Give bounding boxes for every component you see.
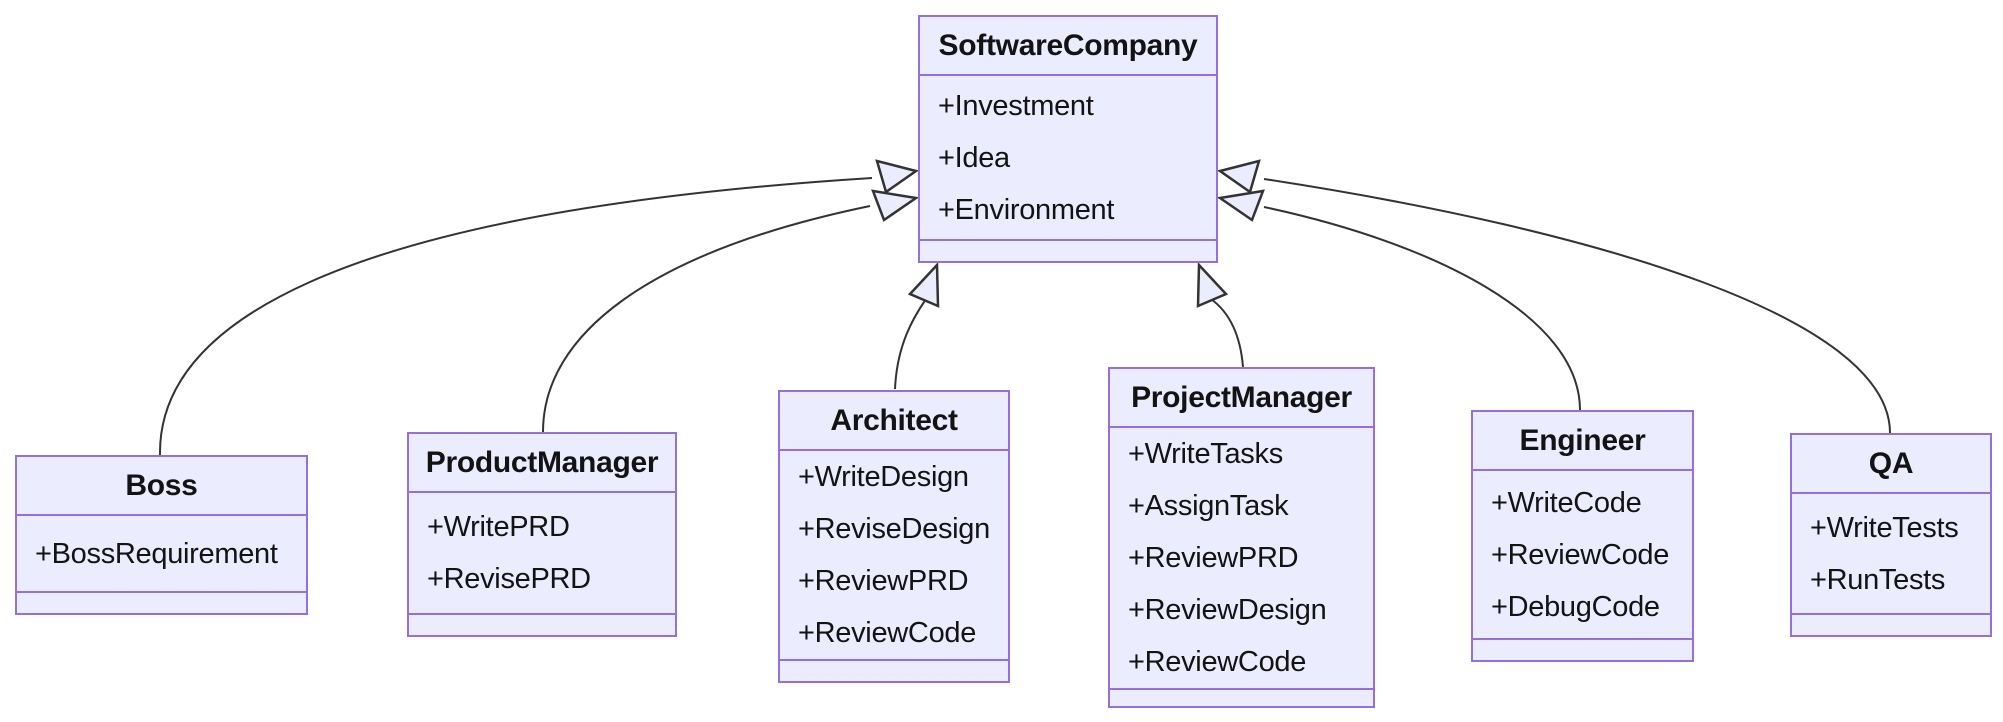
class-members: +BossRequirement [17, 516, 306, 591]
inheritance-edge-boss [158, 177, 873, 456]
class-members: +WriteTasks +AssignTask +ReviewPRD +Revi… [1110, 428, 1373, 688]
class-name: SoftwareCompany [920, 17, 1216, 76]
inheritance-arrowhead-engineer [1216, 189, 1265, 222]
class-member: +RevisePRD [427, 563, 591, 595]
class-member: +RunTests [1810, 563, 1946, 596]
inheritance-arrowhead-projectmanager [1196, 261, 1229, 308]
class-member: +WriteTests [1810, 511, 1959, 544]
class-box-softwarecompany: SoftwareCompany +Investment +Idea +Envir… [918, 15, 1218, 263]
class-methods-empty [920, 239, 1216, 261]
class-box-engineer: Engineer +WriteCode +ReviewCode +DebugCo… [1471, 410, 1694, 662]
class-member: +Idea [938, 141, 1010, 174]
class-member: +ReviewCode [798, 617, 977, 649]
class-members: +WriteTests +RunTests [1792, 494, 1990, 613]
class-members: +WriteCode +ReviewCode +DebugCode [1473, 471, 1692, 638]
class-methods-empty [1110, 688, 1373, 710]
class-members: +Investment +Idea +Environment [920, 76, 1216, 239]
class-box-boss: Boss +BossRequirement [15, 455, 308, 615]
class-member: +WriteCode [1491, 486, 1642, 519]
class-member: +ReviewCode [1128, 646, 1307, 678]
class-methods-empty [17, 591, 306, 613]
class-member: +ReviseDesign [798, 513, 990, 545]
inheritance-arrowhead-qa [1217, 159, 1261, 195]
inheritance-edge-architect [894, 298, 927, 390]
class-member: +WritePRD [427, 511, 570, 543]
class-member: +ReviewCode [1491, 538, 1670, 571]
inheritance-arrowhead-productmanager [871, 189, 920, 222]
class-name: Boss [17, 457, 306, 516]
class-methods-empty [1473, 638, 1692, 660]
class-box-architect: Architect +WriteDesign +ReviseDesign +Re… [778, 390, 1010, 683]
class-name: Architect [780, 392, 1008, 451]
class-name: ProductManager [409, 434, 675, 493]
class-box-qa: QA +WriteTests +RunTests [1790, 433, 1992, 637]
class-methods-empty [780, 659, 1008, 681]
class-name: ProjectManager [1110, 369, 1373, 428]
class-box-productmanager: ProductManager +WritePRD +RevisePRD [407, 432, 677, 637]
class-box-projectmanager: ProjectManager +WriteTasks +AssignTask +… [1108, 367, 1375, 708]
class-member: +WriteTasks [1128, 438, 1283, 470]
class-member: +ReviewDesign [1128, 594, 1327, 626]
class-name: QA [1792, 435, 1990, 494]
class-member: +ReviewPRD [798, 565, 969, 597]
class-member: +AssignTask [1128, 490, 1289, 522]
class-name: Engineer [1473, 412, 1692, 471]
class-member: +ReviewPRD [1128, 542, 1299, 574]
inheritance-edge-projectmanager [1210, 298, 1244, 368]
class-member: +Environment [938, 193, 1115, 226]
inheritance-arrowhead-architect [907, 261, 940, 308]
class-member: +BossRequirement [35, 537, 278, 570]
class-members: +WritePRD +RevisePRD [409, 493, 675, 613]
class-member: +Investment [938, 89, 1094, 122]
class-methods-empty [409, 613, 675, 635]
class-methods-empty [1792, 613, 1990, 635]
class-members: +WriteDesign +ReviseDesign +ReviewPRD +R… [780, 451, 1008, 659]
inheritance-arrowhead-boss [875, 159, 919, 195]
class-member: +WriteDesign [798, 461, 969, 493]
class-member: +DebugCode [1491, 590, 1660, 623]
